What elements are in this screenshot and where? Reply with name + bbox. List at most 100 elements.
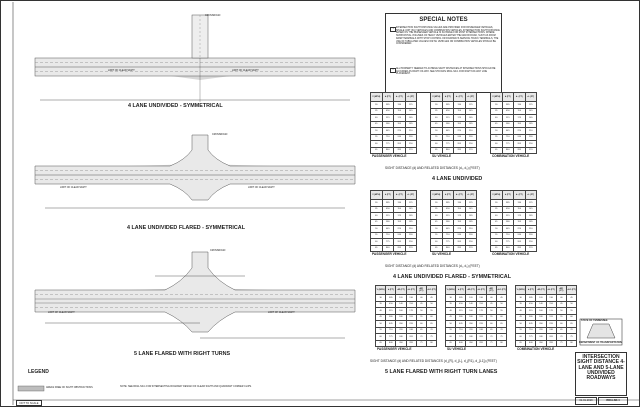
table-cell: 270 [524, 146, 537, 154]
table-header-cell: dR1 (FT) [415, 285, 427, 295]
table-header-cell: dR (FT) [465, 285, 477, 295]
legend-title: LEGEND [28, 369, 49, 375]
table-header-cell: V (MPH) [374, 285, 387, 295]
table-cell: 270 [404, 146, 417, 154]
diagram-title-2: 4 LANE UNDIVIDED FLARED - SYMMETRICAL [127, 225, 245, 231]
diagram-title-3: 5 LANE FLARED WITH RIGHT TURNS [134, 351, 231, 357]
sight-distance-table-3-3: V (MPH)d (FT)dR (FT)dL (FT)dR1 (FT)dL1 (… [514, 285, 578, 347]
table-cell: 65 [514, 339, 527, 347]
table-header-cell: dL1 (FT) [425, 285, 438, 295]
table-header-cell: V (MPH) [490, 190, 503, 200]
table-cell: 285 [393, 146, 406, 154]
table-header-cell: V (MPH) [444, 285, 457, 295]
table-header-cell: d (FT) [441, 190, 454, 200]
table-cell: 145 [464, 107, 477, 115]
table-cell: 840 [441, 146, 454, 154]
table-header-cell: d₁ (FT) [513, 190, 526, 200]
legend-note: NOTE: SEE RD11-SD-1 FOR INTERSECTING ROA… [120, 385, 252, 388]
table-cell: 175 [513, 114, 526, 122]
table-header-cell: d (FT) [501, 92, 514, 102]
table-cell: 65 [430, 244, 443, 252]
table-header-cell: d₂ (FT) [404, 92, 417, 102]
table-section-title: 4 LANE UNDIVIDED FLARED - SYMMETRICAL [393, 274, 511, 280]
tdot-logo [579, 318, 623, 346]
legend-swatch [17, 385, 45, 392]
table-cell: 75 [485, 339, 497, 347]
table-caption: SIGHT DISTANCE (d) AND RELATED DISTANCES… [385, 166, 480, 170]
table-header-row: V (MPH)d (FT)d₁ (FT)d₂ (FT) [490, 92, 537, 102]
table-cell: 130 [513, 101, 526, 109]
table-header-cell: d₁ (FT) [393, 92, 406, 102]
table-cell: 260 [395, 339, 407, 347]
table-section-title: 4 LANE UNDIVIDED [432, 176, 483, 182]
table-cell: 165 [404, 114, 417, 122]
drawing-date: 01-01-2019 [575, 397, 597, 405]
diagram-4-lane-undivided-flared [34, 134, 356, 209]
table-header-cell: d₁ (FT) [453, 190, 466, 200]
table-header-row: V (MPH)d (FT)d₁ (FT)d₂ (FT) [430, 92, 477, 102]
table-header-cell: V (MPH) [370, 92, 383, 102]
table-header-cell: dL1 (FT) [495, 285, 508, 295]
table-cell: 270 [404, 244, 417, 252]
table-header-cell: d (FT) [441, 92, 454, 102]
table-cell: 145 [404, 107, 417, 115]
table-header-row: V (MPH)d (FT)d₁ (FT)d₂ (FT) [370, 190, 417, 200]
dept-label: DEPARTMENT OF TRANSPORTATION [579, 341, 623, 344]
table-cell: 65 [490, 244, 503, 252]
table-cell: 270 [524, 244, 537, 252]
table-header-cell: V (MPH) [370, 190, 383, 200]
note-1: 1 INTERSECTION SIGHT DISTANCE VALUES ARE… [390, 27, 500, 46]
table-cell: 80 [565, 339, 578, 347]
table-cell: 65 [444, 339, 457, 347]
limit-right-label-2: LIMIT OF CLEAR SIGHT [248, 186, 275, 189]
table-cell: 450 [501, 107, 514, 115]
table-header-row: V (MPH)d (FT)d₁ (FT)d₂ (FT) [370, 92, 417, 102]
table-header-cell: dL (FT) [405, 285, 417, 295]
table-cell: 75 [555, 339, 567, 347]
table-cell: 185 [404, 120, 417, 128]
table-cell: 260 [535, 339, 547, 347]
table-cell: 65 [370, 244, 383, 252]
table-header-cell: V (MPH) [514, 285, 527, 295]
table-cell: 840 [381, 244, 394, 252]
table-cell: 285 [453, 244, 466, 252]
table-header-cell: d (FT) [501, 190, 514, 200]
table-cell: 185 [464, 120, 477, 128]
drawing-number: RD11-SD-4 [598, 397, 628, 405]
table-caption: SIGHT DISTANCE (d) AND RELATED DISTANCES… [385, 264, 480, 268]
table-cell: 270 [464, 146, 477, 154]
table-cell: 125 [464, 101, 477, 109]
table-cell: 840 [501, 146, 514, 154]
table-header-cell: dL (FT) [545, 285, 557, 295]
table-cell: 285 [513, 244, 526, 252]
limit-right-label-3: LIMIT OF CLEAR SIGHT [268, 311, 295, 314]
table-cell: 580 [501, 120, 514, 128]
table-header-cell: dL (FT) [475, 285, 487, 295]
table-header-cell: dR1 (FT) [485, 285, 497, 295]
table-header-cell: d₂ (FT) [524, 92, 537, 102]
table-header-cell: d₂ (FT) [464, 190, 477, 200]
table-header-cell: d (FT) [385, 285, 397, 295]
table-header-cell: V (MPH) [430, 190, 443, 200]
vehicle-label: SU VEHICLE [432, 252, 452, 256]
table-cell: 260 [465, 339, 477, 347]
limit-left-label-3: LIMIT OF CLEAR SIGHT [48, 311, 75, 314]
diagram-title-1: 4 LANE UNDIVIDED - SYMMETRICAL [128, 103, 223, 109]
table-header-row: V (MPH)d (FT)dR (FT)dL (FT)dR1 (FT)dL1 (… [514, 285, 578, 295]
